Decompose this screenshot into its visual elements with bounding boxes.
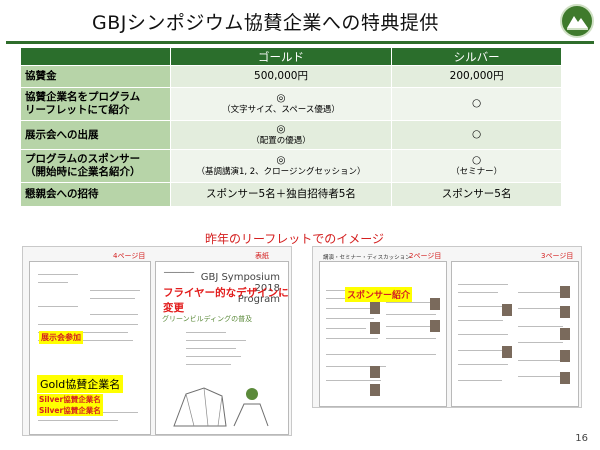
table-header-silver: シルバー [391, 47, 562, 66]
sponsor-intro-tag: スポンサー紹介 [345, 287, 413, 302]
gold-mark: ◎ [276, 123, 286, 136]
benefit-table: ゴールド シルバー 協賛金 500,000円 200,000円 協賛企業名をプロ… [20, 47, 562, 207]
gold-cell: スポンサー5名＋独自招待者5名 [169, 182, 393, 207]
gold-note: （基調講演1, 2、クロージングセッション） [196, 167, 366, 178]
page2-thumbnail [319, 261, 447, 407]
table-row: 懇親会への招待 スポンサー5名＋独自招待者5名 スポンサー5名 [20, 182, 562, 207]
page3-label: 3ページ目 [541, 252, 574, 260]
gold-note: （配置の優遇） [251, 136, 311, 147]
table-row: 協賛企業名をプログラム リーフレットにて紹介 ◎ （文字サイズ、スペース優遇） … [20, 87, 562, 121]
gold-cell: 500,000円 [169, 65, 393, 88]
title-rule [6, 41, 594, 44]
cover-label: 表紙 [255, 252, 269, 260]
table-header-blank [20, 47, 171, 66]
gold-note: （文字サイズ、スペース優遇） [222, 105, 340, 116]
cover-subtitle: グリーンビルディングの普及 [162, 315, 253, 323]
silver-cell: ○ （セミナー） [391, 149, 562, 183]
table-row: 協賛金 500,000円 200,000円 [20, 65, 562, 88]
silver-cell: 200,000円 [391, 65, 562, 88]
silver-cell: ○ [391, 87, 562, 121]
silver-sponsor-tag-1: Silver協賛企業名 [37, 394, 103, 405]
gold-mark: ◎ [276, 154, 286, 167]
slide-title: GBJシンポジウム協賛企業への特典提供 [92, 12, 439, 34]
gold-sponsor-tag: Gold協賛企業名 [37, 375, 124, 393]
flyer-design-note: フライヤー的なデザインに変更 [163, 287, 289, 314]
table-header-row: ゴールド シルバー [20, 47, 562, 66]
row-label: 協賛企業名をプログラム リーフレットにて紹介 [20, 87, 171, 121]
exhibit-tag: 展示会参加 [39, 331, 83, 344]
table-row: プログラムのスポンサー （開始時に企業名紹介） ◎ （基調講演1, 2、クロージ… [20, 149, 562, 183]
gold-cell: ◎ （配置の優遇） [169, 120, 393, 150]
page2-label: 2ページ目 [409, 252, 442, 260]
row-label: 協賛金 [20, 65, 171, 88]
page-number: 16 [575, 433, 588, 444]
silver-cell: スポンサー5名 [391, 182, 562, 207]
row-label: 展示会への出展 [20, 120, 171, 150]
page4-label: 4ページ目 [113, 252, 146, 260]
gbj-logo [560, 4, 594, 38]
section-title: 講演・セミナー・ディスカッション [323, 255, 411, 261]
leaflet-caption: 昨年のリーフレットでのイメージ [205, 232, 385, 246]
silver-cell: ○ [391, 120, 562, 150]
gold-mark: ◎ [276, 92, 286, 105]
silver-sponsor-tag-2: Silver協賛企業名 [37, 405, 103, 416]
leaflet-left-image: 4ページ目 表紙 展示会参加 Gold協賛企業名 Silver協賛企業名 Sil… [22, 246, 292, 436]
silver-note: （セミナー） [451, 167, 503, 178]
row-label: プログラムのスポンサー （開始時に企業名紹介） [20, 149, 171, 183]
silver-mark: ○ [472, 154, 482, 167]
leaflet-right-image: 講演・セミナー・ディスカッション 2ページ目 3ページ目 スポンサー紹介 [312, 246, 582, 408]
page3-thumbnail [451, 261, 579, 407]
cover-program-title: GBJ Symposium 2018 Program [200, 272, 280, 305]
table-row: 展示会への出展 ◎ （配置の優遇） ○ [20, 120, 562, 150]
gold-cell: ◎ （文字サイズ、スペース優遇） [169, 87, 393, 121]
row-label: 懇親会への招待 [20, 182, 171, 207]
table-header-gold: ゴールド [169, 47, 393, 66]
cover-thumbnail: ━━━━━━━━━━ GBJ Symposium 2018 Program グリ… [155, 261, 289, 435]
gold-cell: ◎ （基調講演1, 2、クロージングセッション） [169, 149, 393, 183]
building-illustration [173, 387, 269, 427]
